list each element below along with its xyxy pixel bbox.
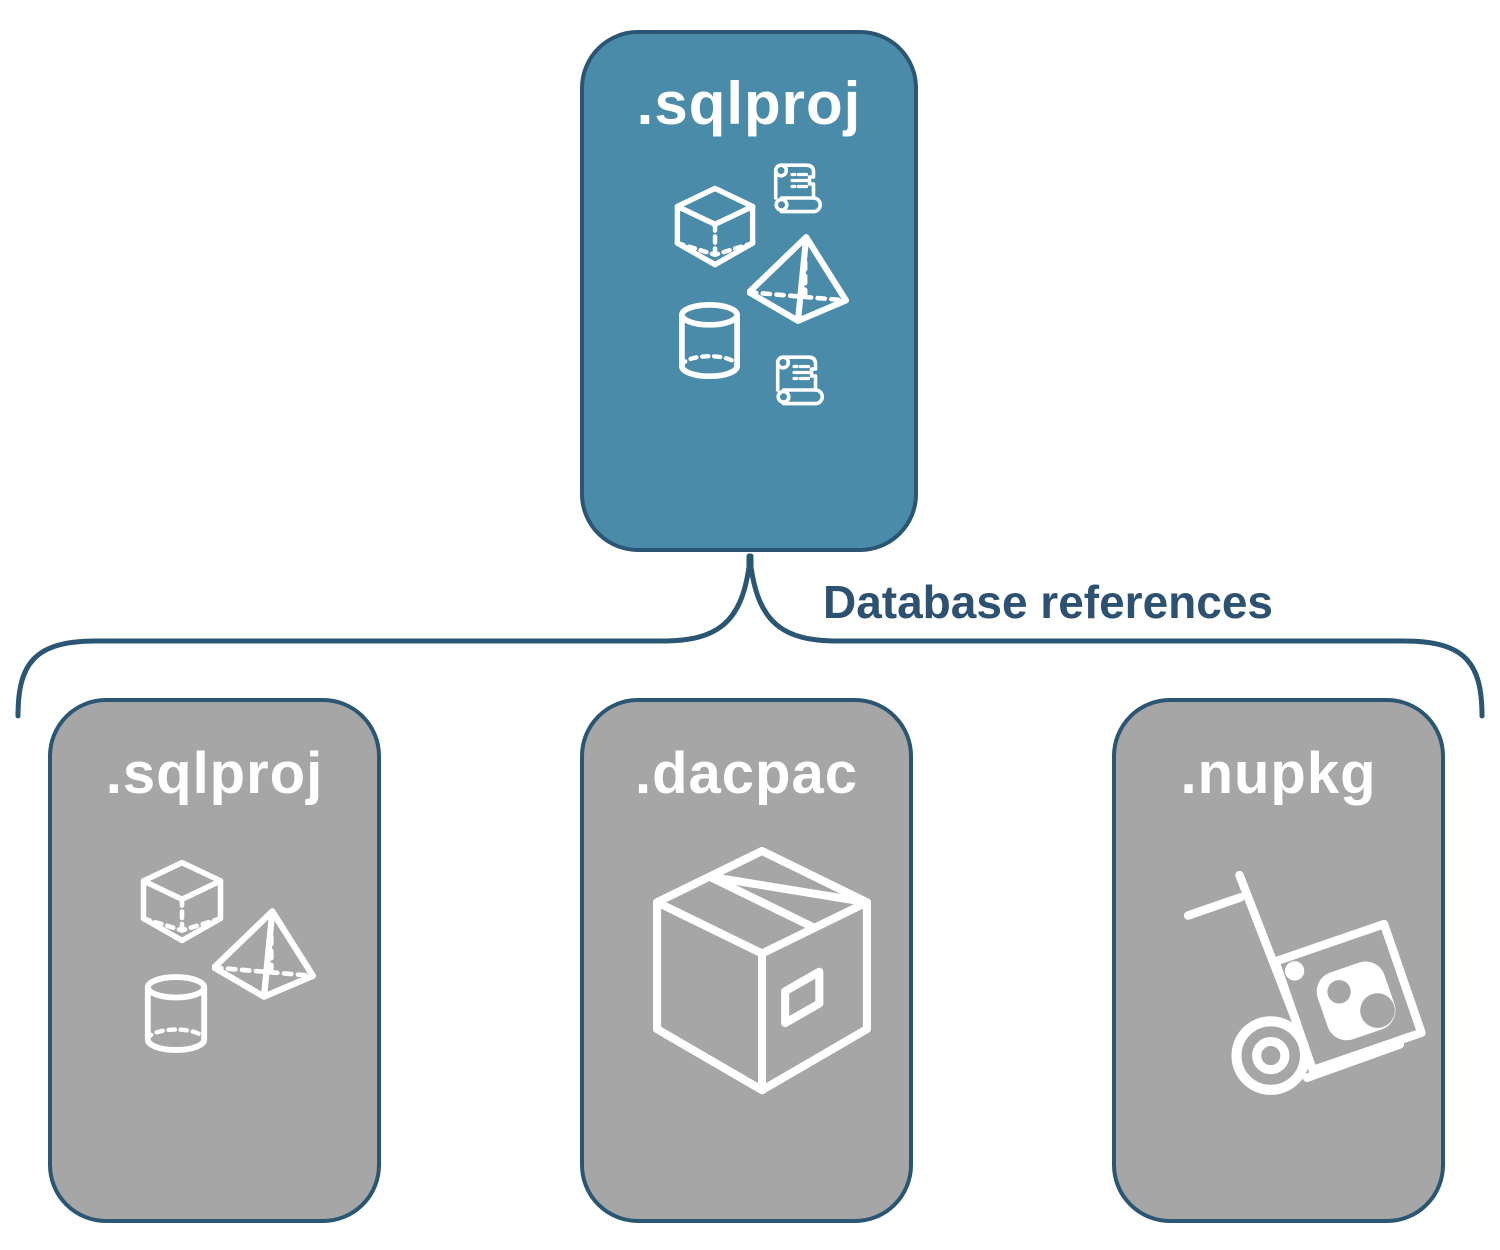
sqlproj-reference-label: .sqlproj [105,741,324,806]
pyramid-icon [212,906,316,1002]
nupkg-reference-box: .nupkg [1112,698,1445,1223]
cube-icon [672,184,758,270]
hand-truck-nuget-icon [1174,854,1426,1106]
sqlproj-reference-box: .sqlproj [48,698,381,1223]
cylinder-icon [676,302,743,380]
dacpac-reference-label: .dacpac [635,741,858,806]
scroll-icon [770,352,826,408]
package-box-icon [640,836,884,1110]
scroll-icon [768,160,824,216]
dacpac-reference-box: .dacpac [580,698,913,1223]
sqlproj-parent-label: .sqlproj [636,70,862,137]
sqlproj-parent-box: .sqlproj [580,30,918,552]
connector-label: Database references [822,576,1274,628]
cylinder-icon [142,974,210,1054]
pyramid-icon [747,232,849,326]
nupkg-reference-label: .nupkg [1180,741,1377,806]
